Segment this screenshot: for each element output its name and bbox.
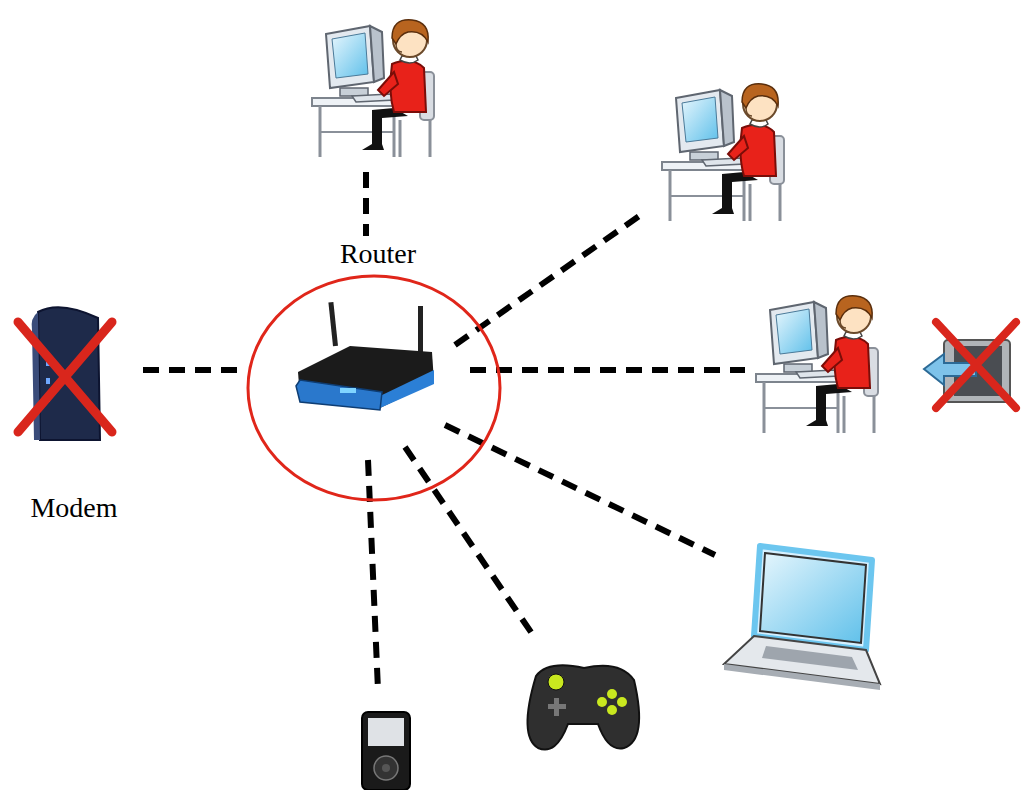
- router-icon: [296, 302, 434, 410]
- desktop-user: [312, 20, 434, 157]
- device-label: Router: [245, 240, 511, 268]
- wireless-links: [366, 172, 745, 690]
- gamepad-icon: [527, 665, 639, 749]
- router-circle: Router: [245, 240, 511, 502]
- desktop-user: [756, 296, 878, 433]
- modem-icon: [18, 307, 112, 440]
- node-outline: [245, 240, 503, 502]
- laptop-icon: [724, 546, 880, 690]
- wired-link: [143, 367, 245, 373]
- desktop-user: [662, 84, 784, 221]
- highlight-ring: [248, 276, 500, 500]
- modem-node: Modem: [5, 300, 143, 522]
- device-label: Modem: [5, 494, 143, 522]
- media-player-icon: [362, 712, 410, 790]
- blocked-device: [924, 322, 1016, 408]
